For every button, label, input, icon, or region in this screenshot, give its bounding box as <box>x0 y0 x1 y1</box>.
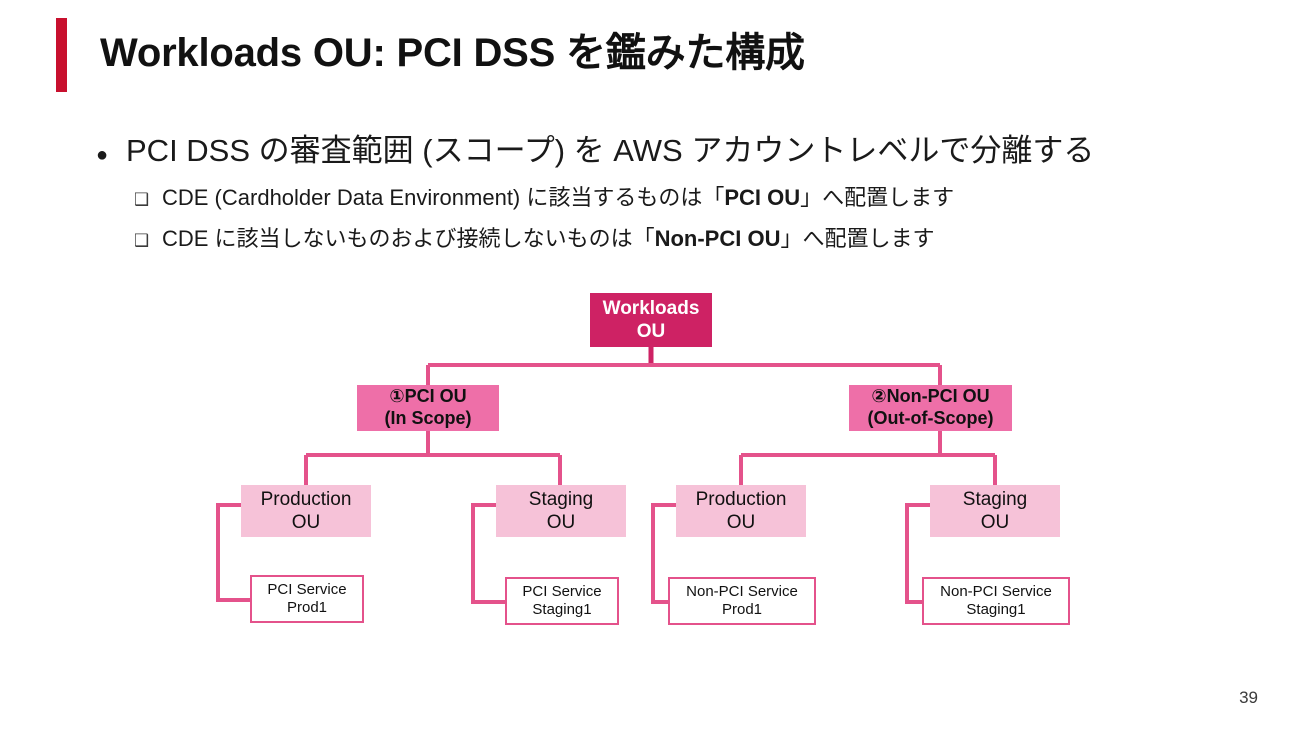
node-pci-production-ou[interactable]: Production OU <box>241 485 371 537</box>
bullet-level2-pci: ❑ CDE (Cardholder Data Environment) に該当す… <box>134 182 1236 214</box>
bullet-text-emphasis: Non-PCI OU <box>654 225 781 251</box>
bullet-disc-icon: ● <box>96 144 109 166</box>
node-pci-ou-line2: (In Scope) <box>384 408 472 428</box>
page-number: 39 <box>1239 688 1258 707</box>
node-pci-service-prod1[interactable]: PCI Service Prod1 <box>250 575 364 623</box>
node-pci-service-staging1-line2: Staging1 <box>532 601 592 618</box>
node-pci-service-prod1-line1: PCI Service <box>267 580 347 598</box>
node-pci-production-ou-line1: Production <box>260 488 352 510</box>
bullet-level2-pci-text: CDE (Cardholder Data Environment) に該当するも… <box>162 182 954 214</box>
node-nonpci-service-staging1[interactable]: Non-PCI Service Staging1 <box>922 577 1070 625</box>
node-nonpci-production-ou-line2: OU <box>726 512 756 533</box>
bullet-list: ● PCI DSS の審査範囲 (スコープ) を AWS アカウントレベルで分離… <box>96 130 1236 255</box>
node-nonpci-staging-ou[interactable]: Staging OU <box>930 485 1060 537</box>
node-pci-service-staging1-line1: PCI Service <box>522 582 602 600</box>
node-pci-service-staging1[interactable]: PCI Service Staging1 <box>505 577 619 625</box>
node-workloads-ou-line1: Workloads <box>602 297 700 319</box>
bullet-text-prefix: CDE に該当しないものおよび接続しないものは「 <box>162 225 655 251</box>
node-pci-production-ou-line2: OU <box>291 512 321 533</box>
node-pci-ou-line1: ①PCI OU <box>389 386 467 407</box>
page-title: Workloads OU: PCI DSS を鑑みた構成 <box>100 31 805 75</box>
node-non-pci-ou[interactable]: ②Non-PCI OU (Out-of-Scope) <box>849 385 1012 431</box>
node-pci-staging-ou-line2: OU <box>546 512 576 533</box>
title-accent-bar <box>56 18 67 92</box>
connector-elbow-pci-prod <box>216 503 250 602</box>
node-non-pci-ou-line1: ②Non-PCI OU <box>871 386 990 407</box>
bullet-text-emphasis: PCI OU <box>724 184 801 210</box>
bullet-text-suffix: 」へ配置します <box>800 184 955 210</box>
node-nonpci-service-staging1-line2: Staging1 <box>966 601 1026 618</box>
node-pci-service-prod1-line2: Prod1 <box>286 599 328 616</box>
org-unit-hierarchy-diagram: Workloads OU ①PCI OU (In Scope) ②Non-PCI… <box>0 280 1300 660</box>
bullet-square-icon: ❑ <box>134 189 150 209</box>
connector-elbow-nonpci-staging <box>905 503 930 604</box>
bullet-square-icon: ❑ <box>134 230 150 250</box>
diagram-connectors <box>216 347 997 604</box>
bullet-level2-nonpci: ❑ CDE に該当しないものおよび接続しないものは「Non-PCI OU」へ配置… <box>134 223 1236 255</box>
node-pci-ou[interactable]: ①PCI OU (In Scope) <box>357 385 499 431</box>
node-nonpci-staging-ou-line1: Staging <box>962 488 1028 510</box>
node-nonpci-service-staging1-line1: Non-PCI Service <box>940 582 1052 600</box>
node-nonpci-service-prod1-line1: Non-PCI Service <box>686 582 798 600</box>
node-nonpci-production-ou[interactable]: Production OU <box>676 485 806 537</box>
node-workloads-ou[interactable]: Workloads OU <box>590 293 712 347</box>
connector-elbow-nonpci-prod <box>651 503 676 604</box>
node-nonpci-service-prod1[interactable]: Non-PCI Service Prod1 <box>668 577 816 625</box>
connector-elbow-pci-staging <box>471 503 505 604</box>
node-non-pci-ou-line2: (Out-of-Scope) <box>867 408 994 428</box>
node-nonpci-staging-ou-line2: OU <box>980 512 1010 533</box>
bullet-level2-nonpci-text: CDE に該当しないものおよび接続しないものは「Non-PCI OU」へ配置しま… <box>162 223 934 255</box>
bullet-level1-text: PCI DSS の審査範囲 (スコープ) を AWS アカウントレベルで分離する <box>126 133 1095 168</box>
node-workloads-ou-line2: OU <box>636 321 666 342</box>
bullet-level1: ● PCI DSS の審査範囲 (スコープ) を AWS アカウントレベルで分離… <box>96 130 1236 173</box>
node-pci-staging-ou[interactable]: Staging OU <box>496 485 626 537</box>
bullet-text-suffix: 」へ配置します <box>780 225 935 251</box>
node-nonpci-service-prod1-line2: Prod1 <box>721 601 763 618</box>
node-pci-staging-ou-line1: Staging <box>528 488 594 510</box>
bullet-text-prefix: CDE (Cardholder Data Environment) に該当するも… <box>162 184 725 210</box>
node-nonpci-production-ou-line1: Production <box>695 488 787 510</box>
